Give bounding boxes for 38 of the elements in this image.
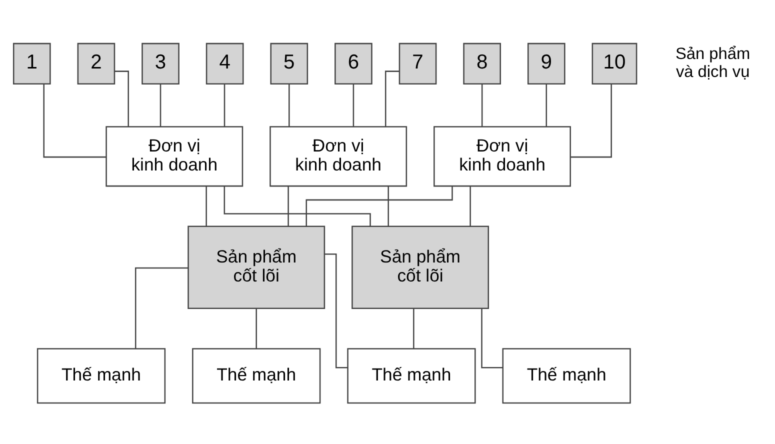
node-box: 10 <box>592 42 638 85</box>
node-box: Sản phẩm cốt lõi <box>352 226 489 309</box>
node-box: 2 <box>77 42 116 85</box>
connector <box>352 84 354 127</box>
connector <box>160 84 162 127</box>
connector <box>388 186 389 226</box>
node-box: 6 <box>334 42 372 85</box>
node-box: 4 <box>206 42 244 85</box>
connector <box>206 186 207 226</box>
connector <box>306 186 453 226</box>
node-box: 3 <box>142 42 180 85</box>
connector <box>288 186 289 226</box>
node-box: 8 <box>463 42 501 85</box>
node-box: Thế mạnh <box>192 348 321 404</box>
node-box: Đơn vị kinh doanh <box>434 126 571 187</box>
node-box: Thế mạnh <box>347 348 476 404</box>
connector <box>256 308 257 349</box>
node-box: Đơn vị kinh doanh <box>270 126 408 187</box>
node-box: 5 <box>270 42 308 85</box>
node-box: Thế mạnh <box>36 348 166 404</box>
connector <box>546 84 548 127</box>
connector <box>481 308 503 368</box>
label: Sản phẩm và dịch vụ <box>676 45 750 81</box>
node-box: 1 <box>12 42 51 85</box>
node-box: 9 <box>527 42 566 85</box>
connector <box>134 267 188 349</box>
node-box: Thế mạnh <box>502 348 631 404</box>
connector <box>224 84 226 127</box>
node-box: Đơn vị kinh doanh <box>106 126 244 187</box>
connector <box>413 308 414 349</box>
connector <box>288 84 290 127</box>
connector <box>470 186 471 226</box>
connector <box>224 186 371 226</box>
connector <box>570 84 612 158</box>
connector <box>43 84 106 158</box>
node-box: Sản phẩm cốt lõi <box>188 226 326 309</box>
node-box: 7 <box>398 42 437 85</box>
connector <box>481 84 483 127</box>
